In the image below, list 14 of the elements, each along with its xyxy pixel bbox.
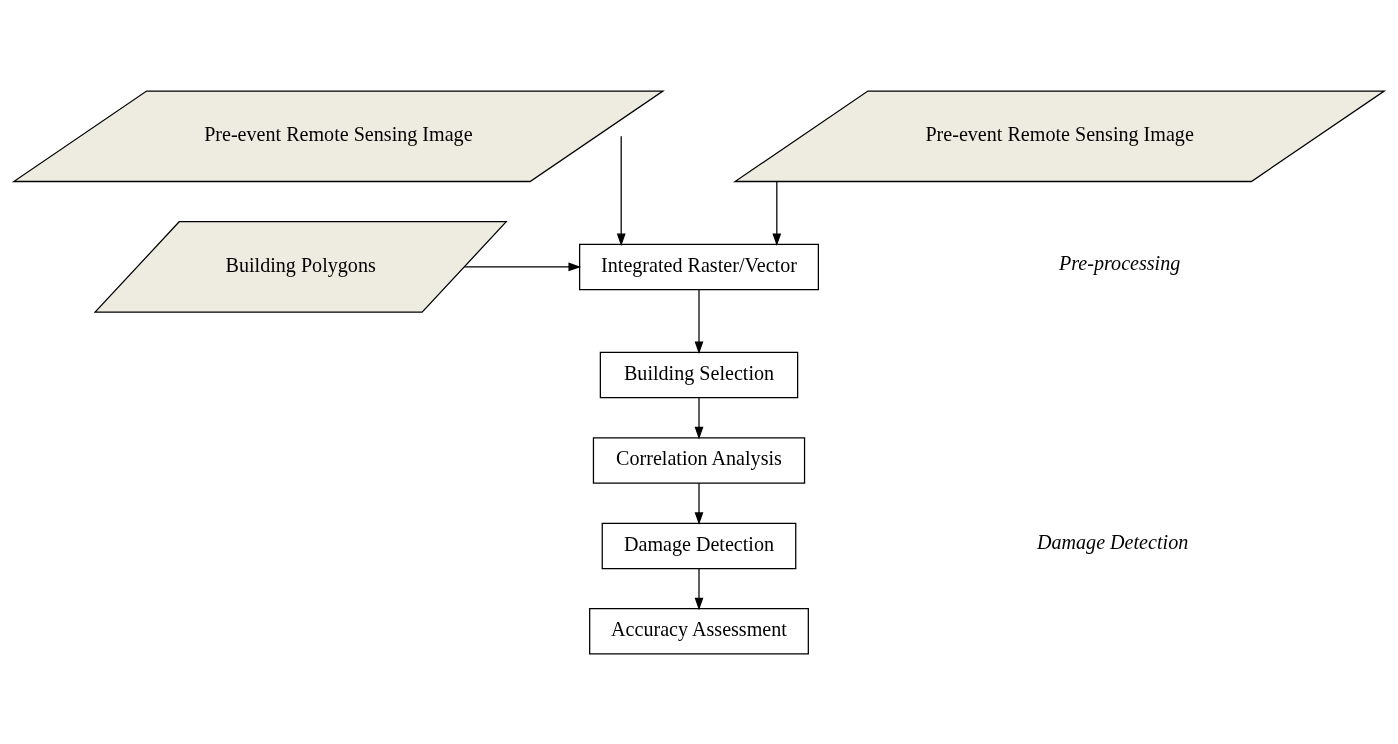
label: Damage Detection [1037, 530, 1189, 553]
arrow [463, 262, 582, 271]
node-box: Integrated Raster/Vector [579, 243, 819, 290]
arrow [616, 135, 626, 246]
node-box: Correlation Analysis [592, 436, 806, 484]
node-box: Damage Detection [601, 522, 797, 569]
label: Pre-processing [1059, 251, 1181, 274]
arrow [694, 396, 704, 439]
arrow [694, 482, 704, 525]
arrow [694, 567, 704, 610]
arrow [772, 180, 782, 246]
arrow [694, 288, 704, 354]
node-box: Building Selection [599, 351, 799, 398]
node-box: Accuracy Assessment [589, 607, 809, 655]
